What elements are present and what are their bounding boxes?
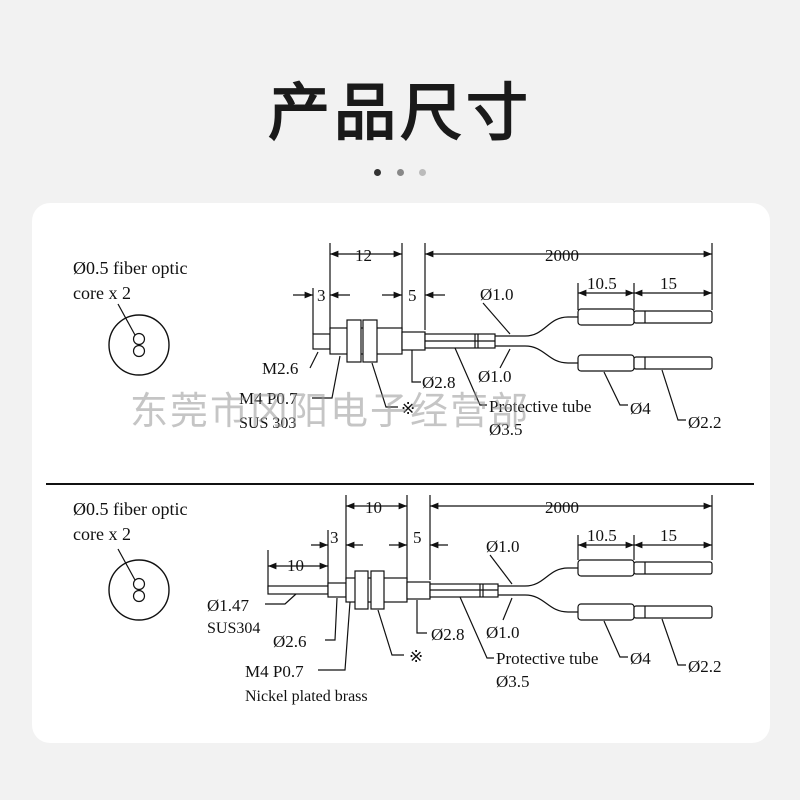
top-phi-1-0-b: Ø1.0 [478,367,512,386]
top-m2-6: M2.6 [262,359,298,378]
dimension-drawings: Ø0.5 fiber optic core x 2 12 2000 3 5 10… [46,243,754,705]
bottom-phi-4: Ø4 [630,649,651,668]
top-dim-3: 3 [317,286,326,305]
bottom-dim-15: 15 [660,526,677,545]
bottom-core-label-2: core x 2 [73,524,131,544]
dimension-card: Ø0.5 fiber optic core x 2 12 2000 3 5 10… [32,203,770,743]
carousel-indicator [371,169,431,179]
bottom-sensor-body [267,559,713,621]
bottom-phi-2-8: Ø2.8 [431,625,465,644]
bottom-core-label-1: Ø0.5 fiber optic [73,499,187,519]
bottom-phi-3-5: Ø3.5 [496,672,530,691]
top-phi-2-8: Ø2.8 [422,373,456,392]
top-phi-4: Ø4 [630,399,651,418]
top-phi-1-0-a: Ø1.0 [480,285,514,304]
top-drawing: Ø0.5 fiber optic core x 2 12 2000 3 5 10… [73,243,722,439]
top-dim-15: 15 [660,274,677,293]
bottom-m4-p07: M4 P0.7 [245,662,304,681]
top-phi-3-5: Ø3.5 [489,420,523,439]
top-dim-12: 12 [355,246,372,265]
bottom-ref-mark: ※ [409,647,423,666]
top-core-label-1: Ø0.5 fiber optic [73,258,187,278]
top-dim-5: 5 [408,286,417,305]
bottom-dim-10-5: 10.5 [587,526,617,545]
top-dim-2000: 2000 [545,246,579,265]
top-core-label-2: core x 2 [73,283,131,303]
bottom-core-section [108,548,170,621]
carousel-dot[interactable] [419,169,426,176]
bottom-protective-tube: Protective tube [496,649,598,668]
bottom-dim-10-left: 10 [287,556,304,575]
top-dim-10-5: 10.5 [587,274,617,293]
bottom-phi-1-0-a: Ø1.0 [486,537,520,556]
page-title: 产品尺寸 [267,76,532,149]
bottom-sus304: SUS304 [207,620,260,637]
top-sensor-body [312,308,713,372]
top-m4-p07: M4 P0.7 [239,389,298,408]
bottom-dim-10-top: 10 [365,498,382,517]
bottom-phi-2-2: Ø2.2 [688,657,722,676]
bottom-dim-5: 5 [413,528,422,547]
top-ref-mark: ※ [401,399,415,418]
carousel-dot-active[interactable] [374,169,381,176]
bottom-dim-3: 3 [330,528,339,547]
carousel-dot[interactable] [397,169,404,176]
top-phi-2-2: Ø2.2 [688,413,722,432]
top-core-section [108,303,170,376]
top-protective-tube: Protective tube [489,397,591,416]
bottom-drawing: Ø0.5 fiber optic core x 2 10 2000 3 5 10… [73,495,722,705]
bottom-phi-2-6: Ø2.6 [273,632,307,651]
bottom-dim-2000: 2000 [545,498,579,517]
bottom-phi-1-0-b: Ø1.0 [486,623,520,642]
bottom-phi-1-47: Ø1.47 [207,596,250,615]
top-sus303: SUS 303 [239,415,296,432]
bottom-nickel: Nickel plated brass [245,688,368,705]
